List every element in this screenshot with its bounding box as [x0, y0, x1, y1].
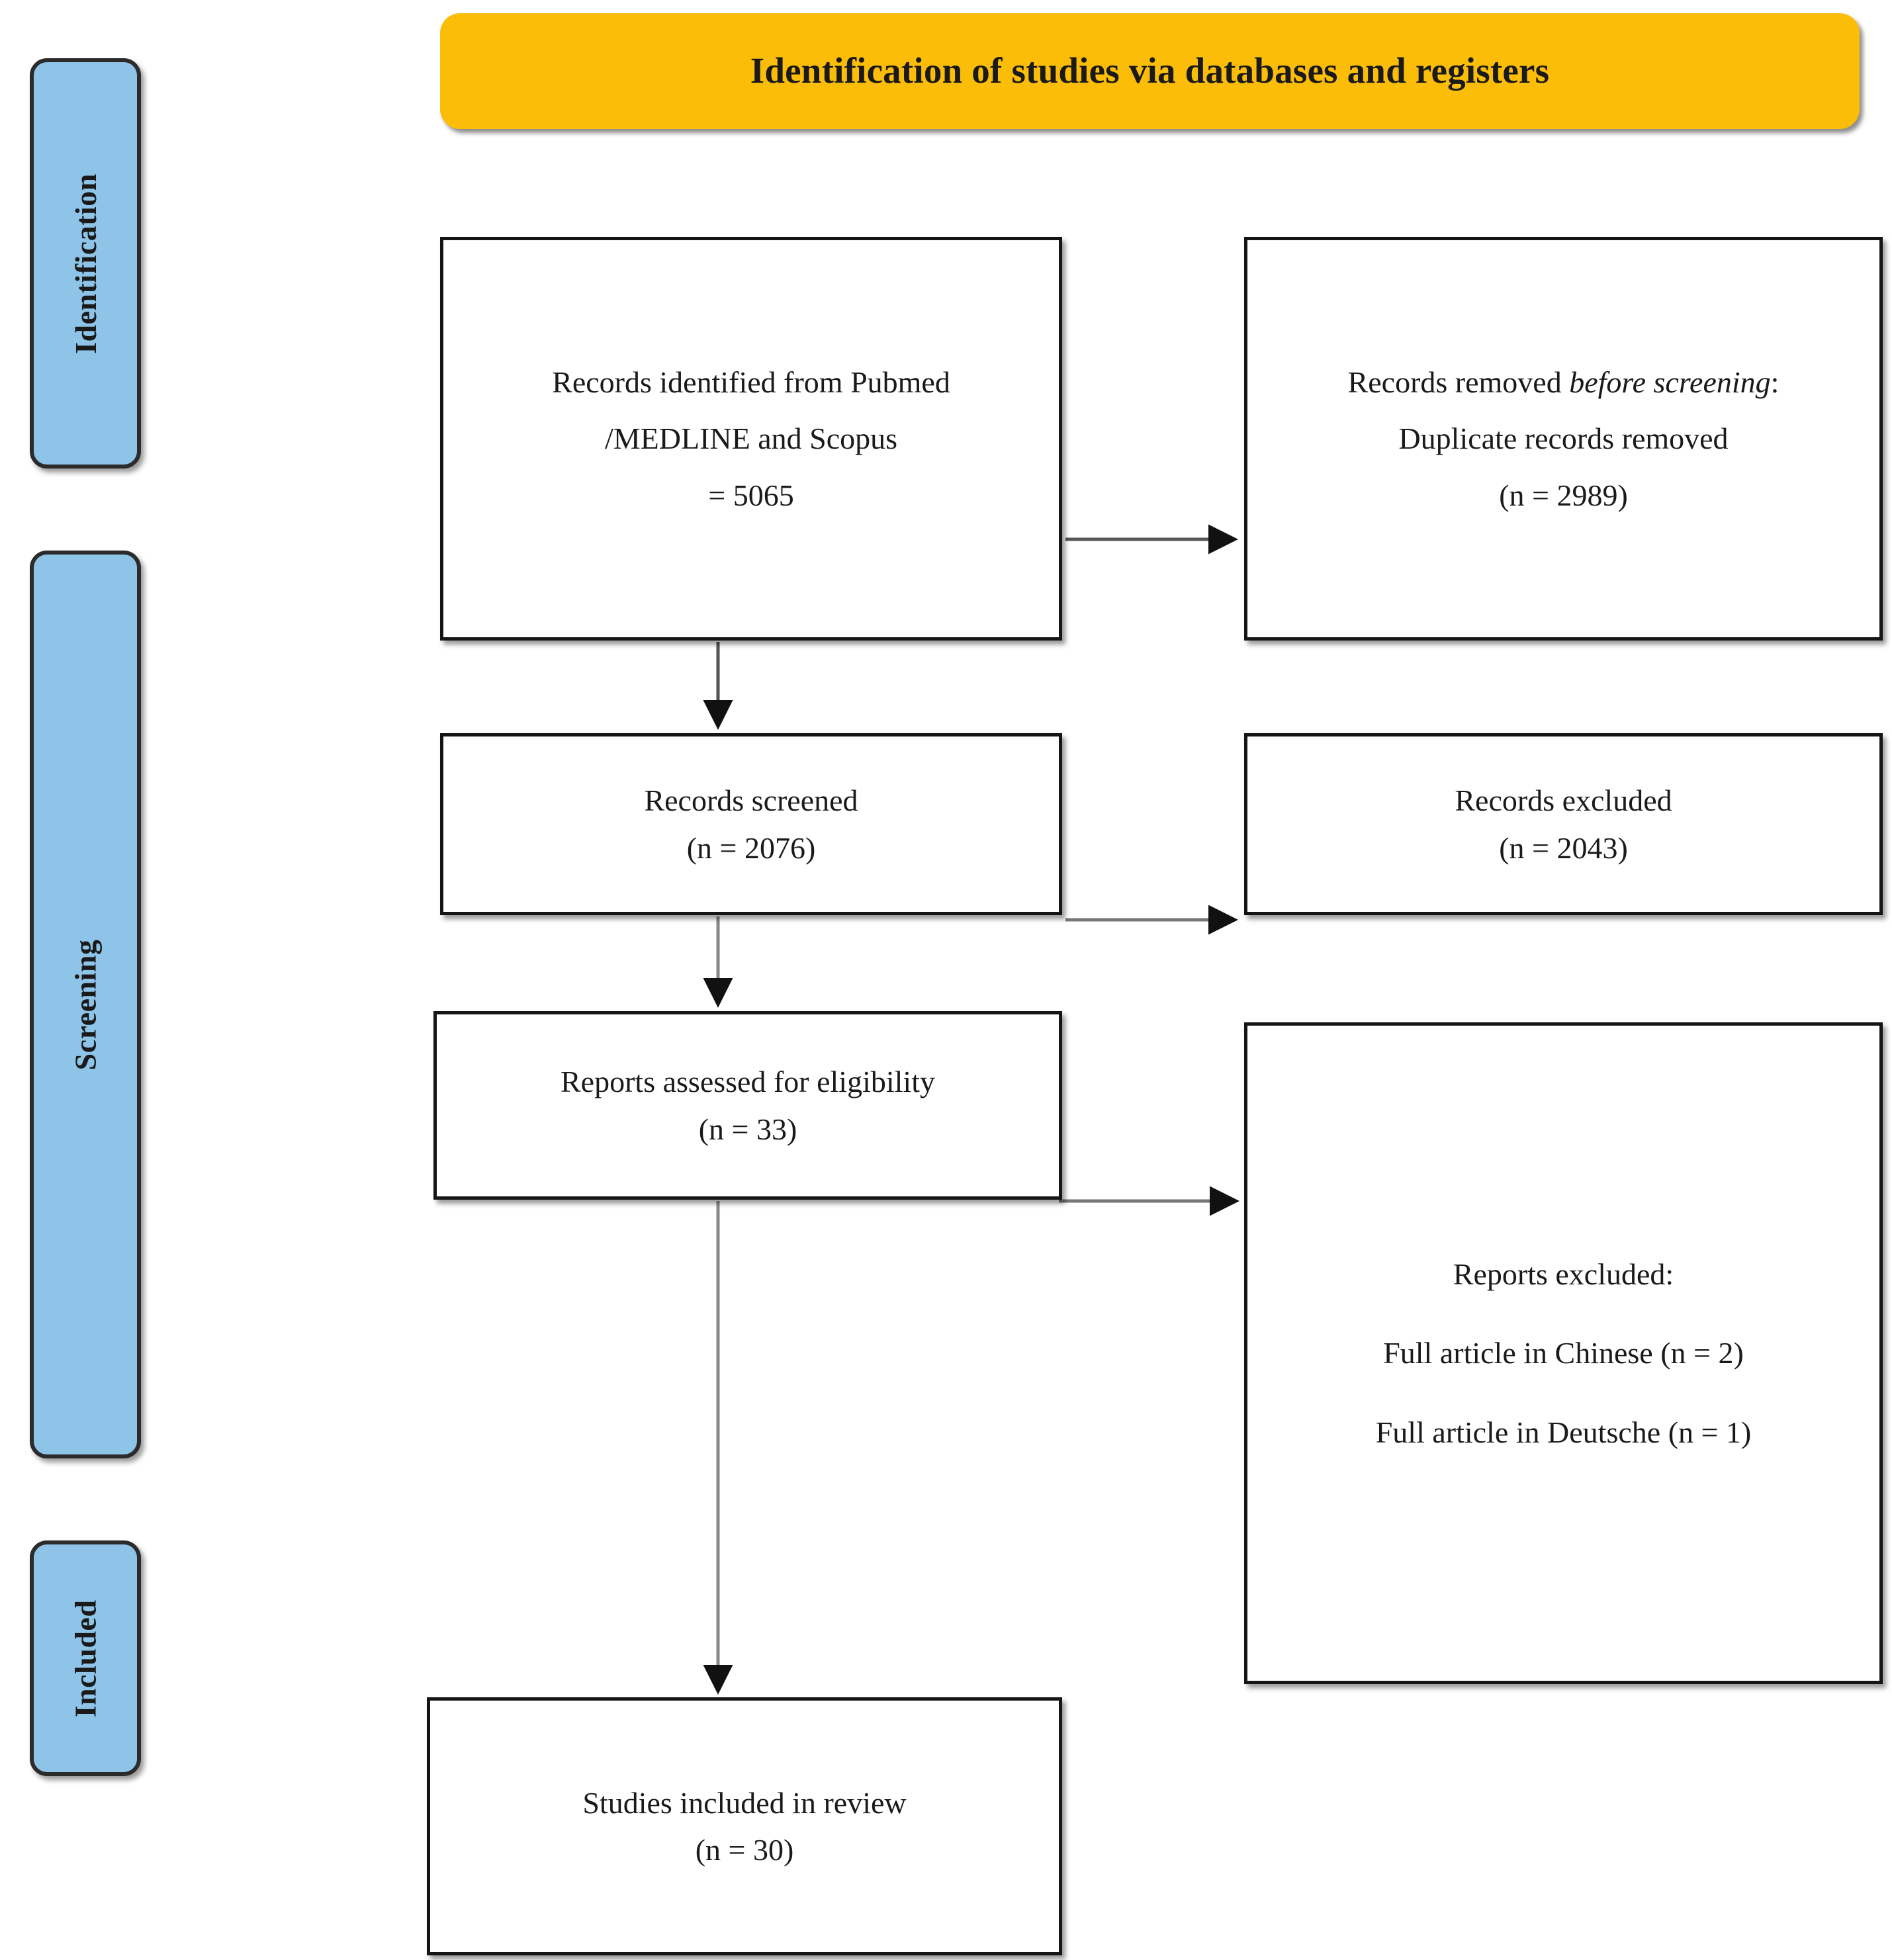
removed-prefix: Records removed: [1347, 365, 1570, 400]
box-records-identified-line1: Records identified from Pubmed: [552, 365, 950, 400]
stage-label-identification: Identification: [68, 173, 103, 354]
box-records-removed-before-screening: Records removed before screening: Duplic…: [1244, 237, 1883, 641]
removed-suffix: :: [1770, 365, 1779, 400]
box-records-screened-line2: (n = 2076): [686, 830, 816, 865]
stage-label-screening: Screening: [68, 939, 103, 1070]
box-records-excluded: Records excluded (n = 2043): [1244, 733, 1883, 915]
box-studies-included-line2: (n = 30): [695, 1833, 794, 1867]
box-records-removed-line1: Records removed before screening:: [1348, 354, 1779, 410]
box-records-screened: Records screened (n = 2076): [440, 733, 1062, 915]
box-studies-included-line1: Studies included in review: [582, 1785, 907, 1820]
stage-chip-identification: Identification: [30, 58, 141, 468]
stage-chip-included: Included: [30, 1540, 141, 1776]
box-records-removed-line2: Duplicate records removed: [1398, 422, 1729, 456]
box-reports-excluded-line2: Full article in Chinese (n = 2): [1383, 1336, 1744, 1370]
box-reports-assessed-for-eligibility: Reports assessed for eligibility (n = 33…: [433, 1011, 1062, 1200]
box-records-screened-line1: Records screened: [644, 783, 858, 818]
box-reports-assessed-line1: Reports assessed for eligibility: [561, 1065, 935, 1099]
box-records-removed-line3: (n = 2989): [1499, 478, 1628, 512]
box-records-identified-line3: = 5065: [708, 478, 794, 512]
diagram-header-banner: Identification of studies via databases …: [440, 13, 1860, 129]
diagram-title: Identification of studies via databases …: [750, 50, 1550, 91]
box-records-identified: Records identified from Pubmed /MEDLINE …: [440, 237, 1062, 641]
box-reports-excluded: Reports excluded: Full article in Chines…: [1244, 1022, 1883, 1684]
box-studies-included-in-review: Studies included in review (n = 30): [427, 1697, 1062, 1955]
removed-italic-phrase: before screening: [1569, 365, 1771, 400]
box-reports-assessed-line2: (n = 33): [698, 1112, 797, 1146]
box-records-excluded-line1: Records excluded: [1455, 783, 1672, 818]
box-reports-excluded-line1: Reports excluded:: [1453, 1257, 1674, 1291]
box-reports-excluded-line3: Full article in Deutsche (n = 1): [1375, 1415, 1752, 1449]
stage-chip-screening: Screening: [30, 551, 141, 1458]
box-records-excluded-line2: (n = 2043): [1499, 830, 1628, 865]
box-records-identified-line2: /MEDLINE and Scopus: [604, 422, 898, 456]
stage-label-included: Included: [68, 1599, 103, 1717]
